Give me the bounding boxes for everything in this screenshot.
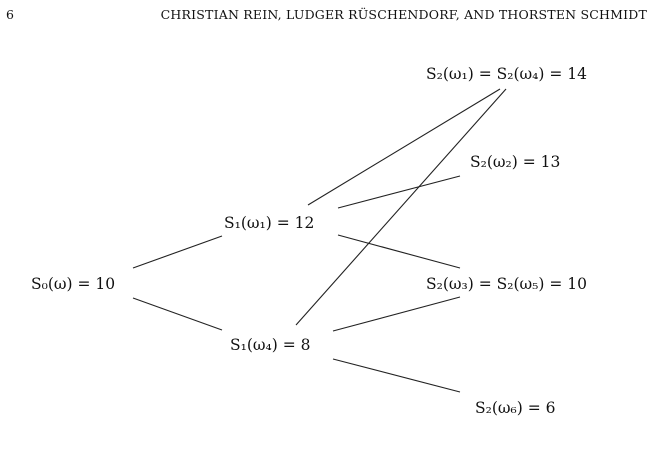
tree-edges (132, 88, 507, 393)
page-number: 6 (6, 7, 15, 22)
edge-s1w4-s2w3w5 (332, 296, 461, 332)
edge-s1w1-s2w2 (337, 175, 461, 209)
edge-s1w1-s2w1w4 (307, 88, 501, 206)
edge-s1w4-s2w6 (332, 358, 461, 393)
edge-s0-s1w1 (132, 235, 223, 269)
node-s1-w1: S₁(ω₁) = 12 (224, 214, 314, 232)
edge-s1w4-s2w1w4 (295, 88, 507, 326)
tree-nodes: S₀(ω) = 10 S₁(ω₁) = 12 S₁(ω₄) = 8 S₂(ω₁)… (31, 65, 587, 417)
node-s2-w1-w4: S₂(ω₁) = S₂(ω₄) = 14 (426, 65, 587, 83)
running-head-authors: CHRISTIAN REIN, LUDGER RÜSCHENDORF, AND … (160, 7, 647, 22)
edge-s0-s1w4 (132, 297, 223, 331)
node-s0: S₀(ω) = 10 (31, 275, 115, 293)
node-s2-w6: S₂(ω₆) = 6 (475, 399, 555, 417)
page-header: 6 CHRISTIAN REIN, LUDGER RÜSCHENDORF, AN… (6, 7, 647, 25)
edge-s1w1-s2w3w5 (337, 234, 461, 269)
node-s1-w4: S₁(ω₄) = 8 (230, 336, 310, 354)
node-s2-w3-w5: S₂(ω₃) = S₂(ω₅) = 10 (426, 275, 587, 293)
node-s2-w2: S₂(ω₂) = 13 (470, 153, 560, 171)
